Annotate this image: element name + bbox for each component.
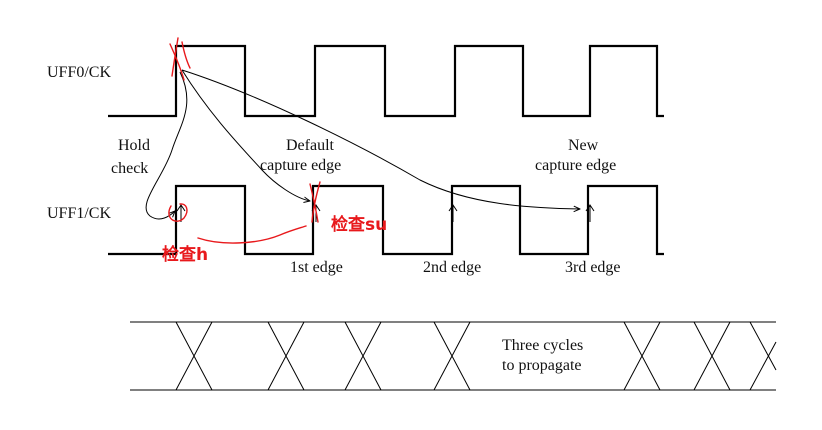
edge-marker-hold: [176, 204, 186, 222]
red-capture-mark: [309, 181, 321, 223]
data-bus: [130, 321, 777, 391]
default-capture-label-line2: capture edge: [260, 157, 341, 174]
propagate-label-line1: Three cycles: [502, 337, 583, 354]
new-capture-label-line1: New: [568, 137, 599, 154]
uff1-label: UFF1/CK: [47, 205, 111, 222]
edge-label-1st: 1st edge: [290, 259, 343, 276]
bus-transition-2: [267, 321, 305, 391]
new-capture-label-line2: capture edge: [535, 157, 616, 174]
uff0-clock-waveform: [108, 44, 664, 118]
check-setup-annotation: 检查su: [331, 214, 387, 235]
red-launch-mark: [169, 37, 191, 81]
check-hold-annotation: 检查h: [162, 244, 208, 265]
uff1-clock-waveform: [108, 184, 664, 256]
bus-transition-6: [693, 321, 731, 391]
red-hold-circle: [168, 203, 188, 222]
edge-label-3rd: 3rd edge: [565, 259, 621, 276]
bus-transition-5: [623, 321, 661, 391]
uff0-label: UFF0/CK: [47, 64, 111, 81]
bus-transition-3: [344, 321, 382, 391]
edge-marker-3rd: [585, 204, 595, 222]
new-capture-arrow: [181, 69, 580, 209]
edge-label-2nd: 2nd edge: [423, 259, 481, 276]
default-capture-arrow: [181, 69, 310, 201]
default-capture-label-line1: Default: [286, 137, 335, 154]
propagate-label-line2: to propagate: [502, 357, 582, 374]
hold-check-label-line1: Hold: [118, 137, 150, 154]
hold-check-arrow: [145, 71, 188, 220]
red-annotations: 检查h 检查su: [162, 37, 387, 265]
edge-marker-2nd: [448, 204, 458, 222]
hold-check-label-line2: check: [111, 160, 148, 177]
bus-transition-1: [175, 321, 213, 391]
bus-transition-7: [749, 321, 777, 391]
red-hold-underline: [197, 225, 307, 244]
bus-transition-4: [433, 321, 471, 391]
